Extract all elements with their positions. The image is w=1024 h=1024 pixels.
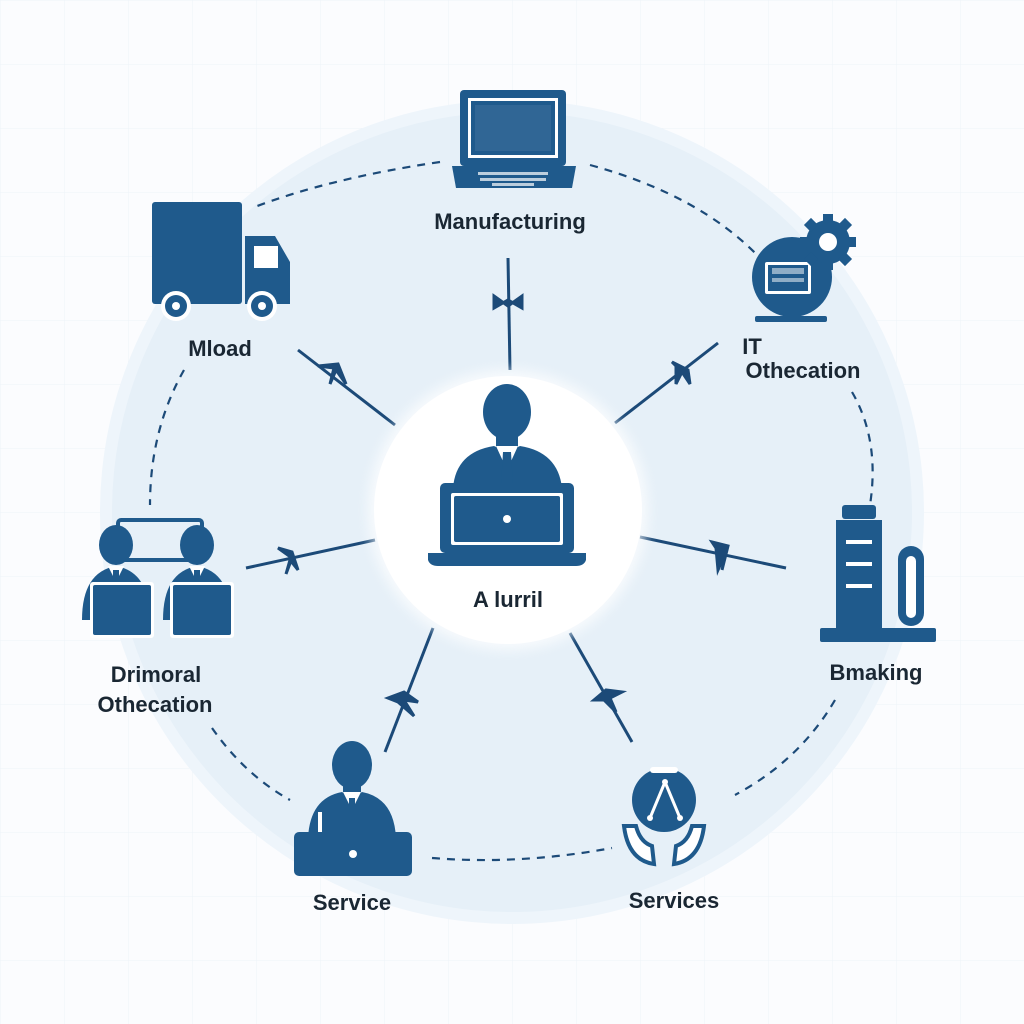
spoke-drimoral-marker: [277, 546, 300, 575]
node-service: Service: [294, 741, 412, 915]
spoke-bmaking-marker: [708, 539, 730, 576]
laptop-icon: [452, 90, 576, 188]
dashed-arc-drimoral-service: [211, 727, 291, 801]
spoke-services-marker: [589, 688, 628, 714]
truck-icon: [152, 202, 290, 321]
dashed-arc-mload-drimoral: [148, 369, 185, 506]
spoke-manufacturing: [506, 257, 512, 371]
node-drimoral-othecation: Drimoral Othecation: [82, 518, 234, 717]
spoke-it: [614, 341, 719, 425]
spoke-services: [568, 632, 634, 743]
spoke-drimoral: [245, 538, 376, 570]
spokes: [245, 257, 787, 753]
node-bmaking-label: Bmaking: [830, 660, 923, 685]
node-drimoral-label-line2: Othecation: [98, 692, 213, 717]
spoke-mload: [297, 348, 396, 427]
dashed-ring: [148, 160, 874, 862]
spoke-it-marker: [670, 360, 692, 385]
dashed-arc-bmaking-services: [734, 699, 836, 796]
node-services-label: Services: [629, 888, 720, 913]
person-at-laptop-icon: [428, 384, 586, 566]
node-service-label: Service: [313, 890, 391, 915]
two-people-icon: [82, 518, 234, 638]
node-it-othecation: IT Othecation: [742, 214, 860, 383]
spoke-mload-marker: [317, 362, 348, 385]
spoke-service: [383, 627, 435, 753]
machine-icon: [820, 505, 936, 642]
node-bmaking: Bmaking: [820, 505, 936, 685]
node-mload: Mload: [152, 202, 290, 361]
center-label: A lurril: [473, 587, 543, 612]
spoke-manufacturing-marker: [492, 293, 524, 311]
node-it-label-line1: IT: [742, 334, 762, 359]
monitor-gear-icon: [752, 214, 856, 322]
node-services: Services: [621, 767, 720, 913]
spoke-service-marker: [383, 690, 419, 718]
node-mload-label: Mload: [188, 336, 252, 361]
hands-support-icon: [621, 767, 707, 867]
node-drimoral-label-line1: Drimoral: [111, 662, 201, 687]
node-manufacturing-label: Manufacturing: [434, 209, 586, 234]
gear-shape: [800, 214, 856, 270]
person-at-laptop-icon: [294, 741, 412, 876]
spoke-bmaking: [639, 535, 787, 570]
center-hub: A lurril: [368, 370, 648, 650]
node-manufacturing: Manufacturing: [434, 90, 586, 234]
node-it-label-line2: Othecation: [746, 358, 861, 383]
dashed-arc-service-services: [431, 846, 613, 862]
